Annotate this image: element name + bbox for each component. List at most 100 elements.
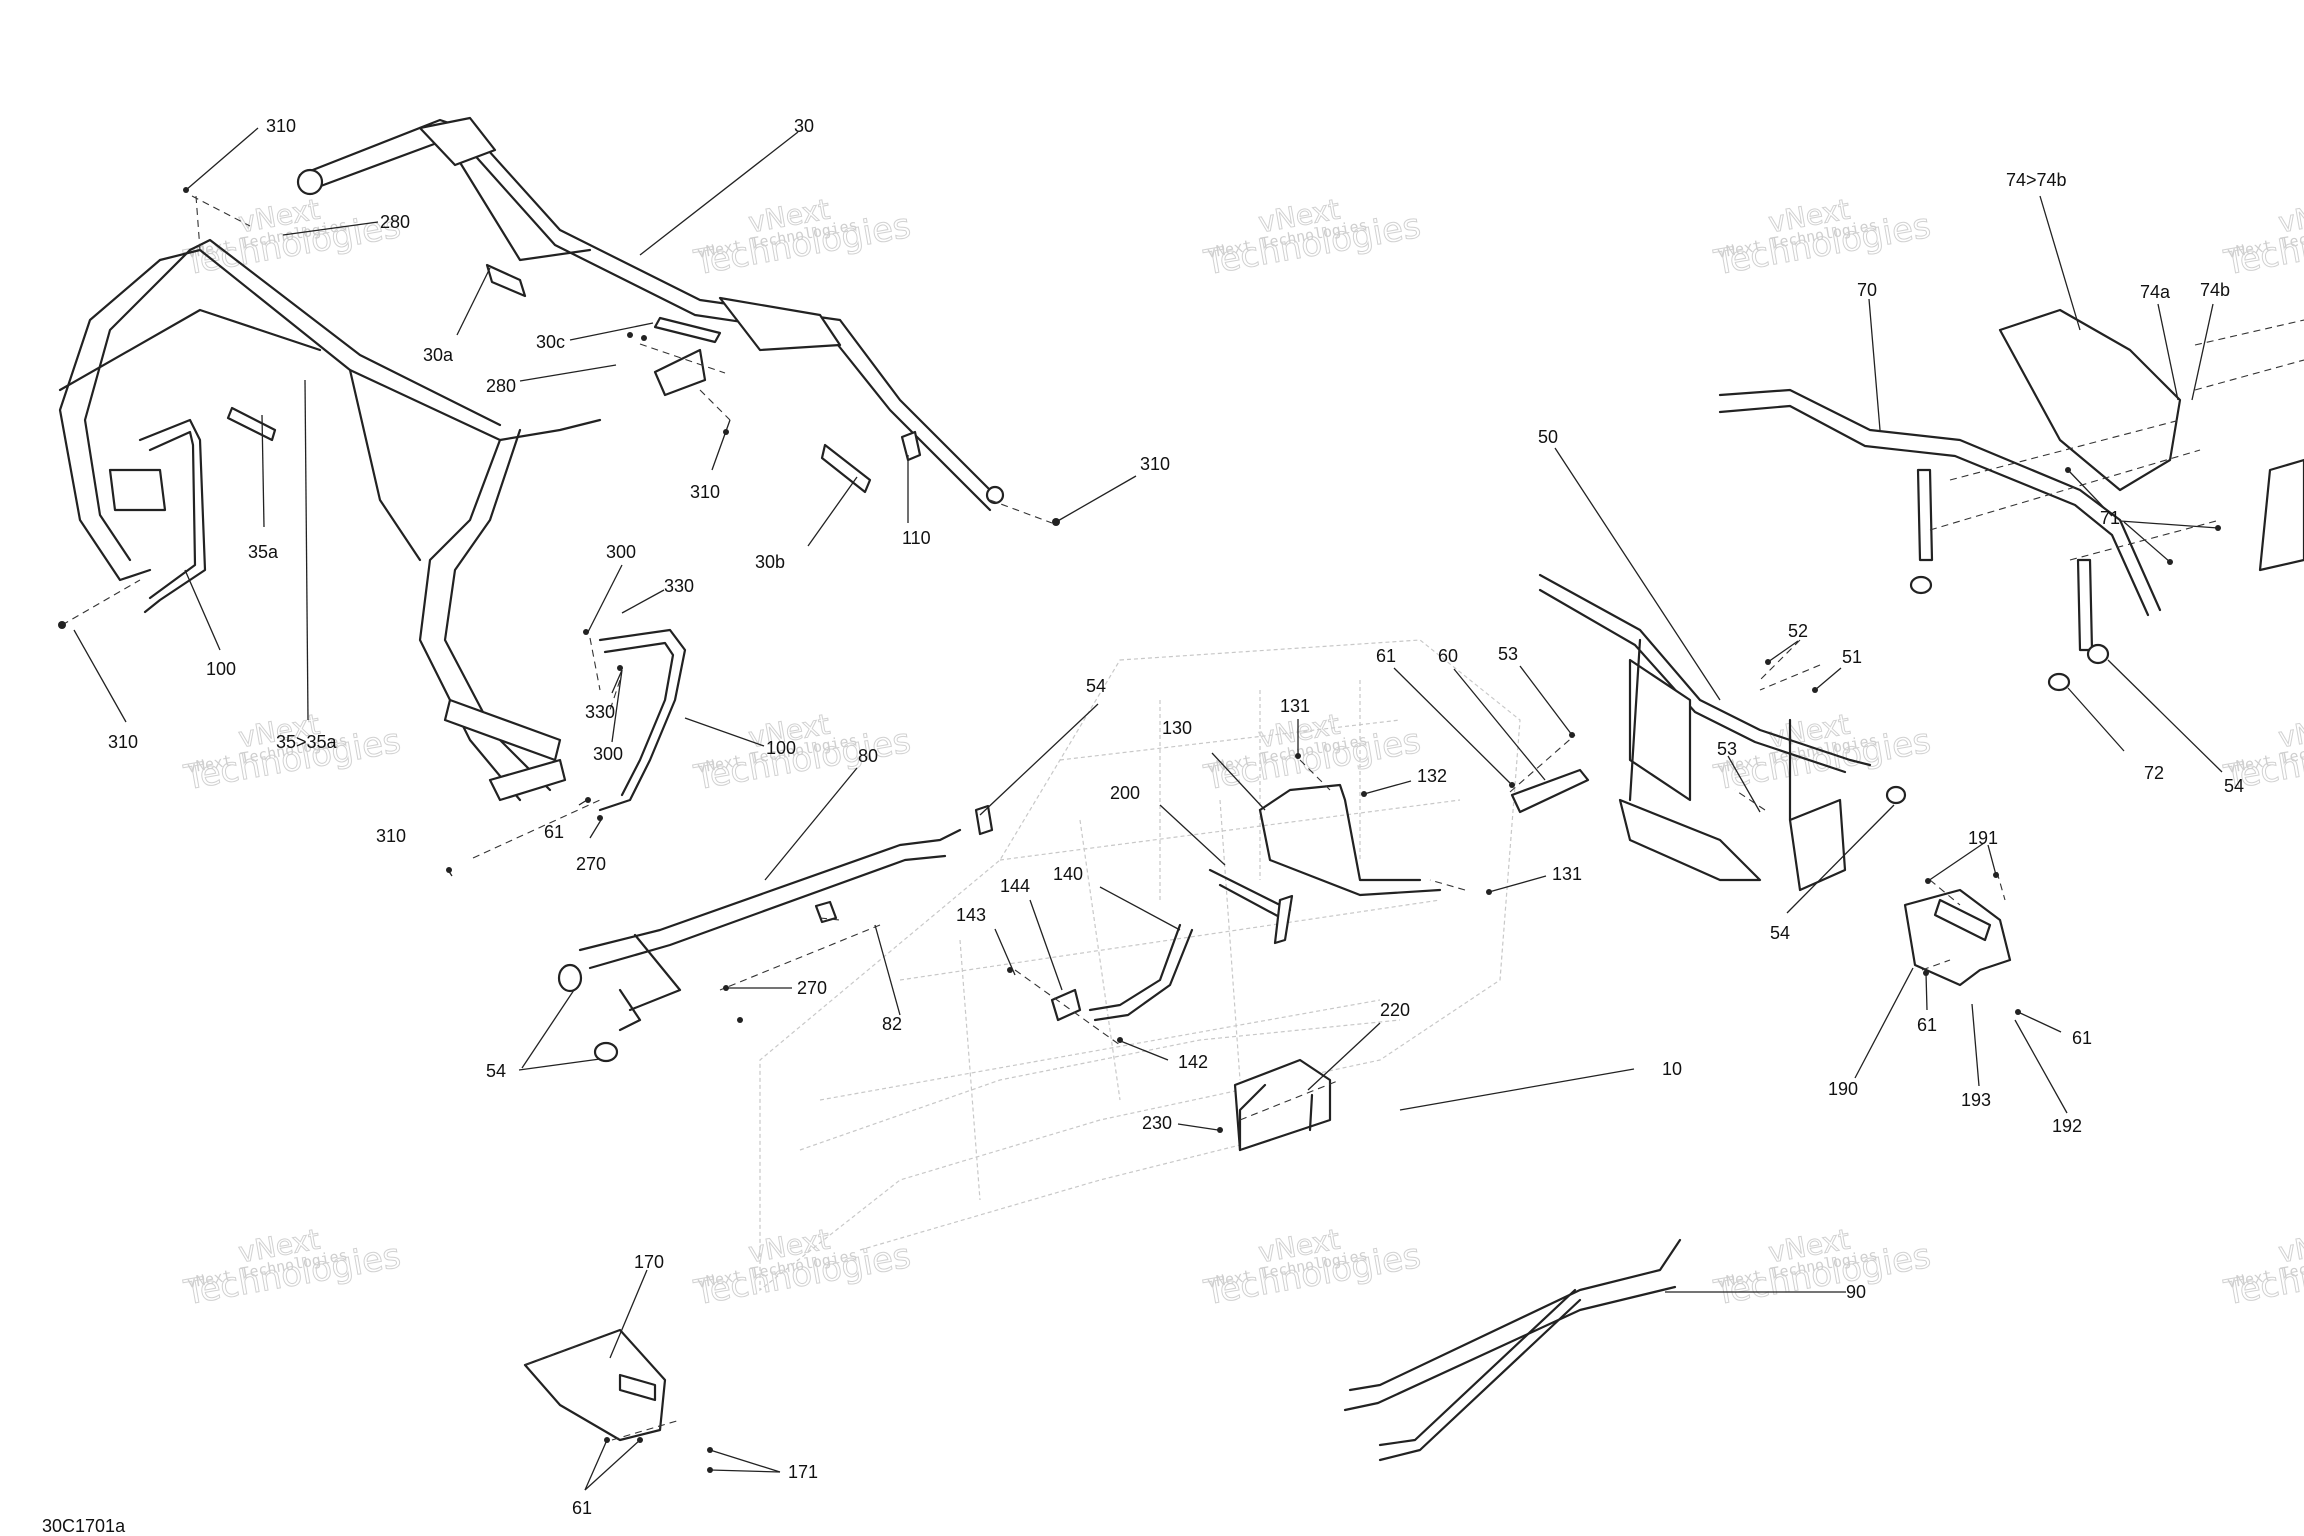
callout-270: 270 [797, 978, 827, 998]
callout-60: 60 [1438, 646, 1458, 666]
callout-193: 193 [1961, 1090, 1991, 1110]
part-130-middle-bar [1258, 783, 1442, 897]
part-100-side-bar-right [598, 628, 687, 812]
part-200-brace [1208, 868, 1294, 945]
callout-74b: 74b [2200, 280, 2230, 300]
watermark: Technologies vNext vNext Technologies [690, 707, 914, 799]
callout-90: 90 [1846, 1282, 1866, 1302]
callout-50: 50 [1538, 427, 1558, 447]
callout-35-35a: 35>35a [276, 732, 338, 752]
part-54-spring [974, 804, 994, 836]
watermark: Technologies vNext vNext Technologies [1710, 707, 1934, 799]
part-170-bracket [523, 1328, 667, 1442]
callout-130: 130 [1162, 718, 1192, 738]
part-30-upper-cage-beam [296, 116, 1005, 512]
callout-200: 200 [1110, 783, 1140, 803]
callout-300: 300 [593, 744, 623, 764]
callout-170: 170 [634, 1252, 664, 1272]
callout-191: 191 [1968, 828, 1998, 848]
callout-310: 310 [266, 116, 296, 136]
callout-70: 70 [1857, 280, 1877, 300]
callout-220: 220 [1380, 1000, 1410, 1020]
callout-10: 10 [1662, 1059, 1682, 1079]
callout-300: 300 [606, 542, 636, 562]
callout-30c: 30c [536, 332, 565, 352]
callout-230: 230 [1142, 1113, 1172, 1133]
leader-lines [73, 127, 2223, 1491]
part-74-rear-panel [1998, 308, 2304, 572]
callout-52: 52 [1788, 621, 1808, 641]
part-54-cap-c [2086, 643, 2110, 665]
diagram-code: 30C1701a [42, 1516, 126, 1536]
watermark: Technologies vNext vNext Technologies [2220, 1222, 2304, 1314]
watermark: Technologies vNext vNext Technologies [1710, 192, 1934, 284]
callout-30a: 30a [423, 345, 454, 365]
part-220-support [1233, 1058, 1332, 1152]
callout-61: 61 [544, 822, 564, 842]
callout-61: 61 [1917, 1015, 1937, 1035]
callout-61: 61 [2072, 1028, 2092, 1048]
part-30c-gusset [653, 316, 722, 344]
callout-61: 61 [572, 1498, 592, 1518]
watermark: Technologies vNext vNext Technologies [1200, 1222, 1424, 1314]
watermark: Technologies vNext vNext Technologies [690, 1222, 914, 1314]
watermark: Technologies vNext vNext Technologies [1710, 1222, 1934, 1314]
callout-270: 270 [576, 854, 606, 874]
callout-100: 100 [766, 738, 796, 758]
assembly-dash-lines [61, 195, 2304, 1441]
callout-54: 54 [486, 1061, 506, 1081]
part-90-lower-bar [1343, 1238, 1682, 1462]
part-70-rear-bar [1718, 388, 2162, 652]
part-54-cap-d [1885, 785, 1907, 805]
callout-330: 330 [664, 576, 694, 596]
part-35a-plate [226, 406, 277, 442]
callout-53: 53 [1717, 739, 1737, 759]
callout-71: 71 [2100, 508, 2120, 528]
part-140-bar [1088, 923, 1194, 1022]
watermark: Technologies vNext vNext Technologies [180, 1222, 404, 1314]
callout-35a: 35a [248, 542, 279, 562]
callout-72: 72 [2144, 763, 2164, 783]
callout-110: 110 [902, 528, 931, 548]
callout-330: 330 [585, 702, 615, 722]
part-54-cap-e [1909, 575, 1933, 595]
callout-53: 53 [1498, 644, 1518, 664]
callout-100: 100 [206, 659, 236, 679]
callout-54: 54 [1770, 923, 1790, 943]
part-144-bracket [1050, 988, 1082, 1022]
callout-labels: 310 30 280 30a 30c 280 310 310 30b 110 3… [42, 116, 2244, 1536]
watermark: Technologies vNext vNext Technologies [1200, 192, 1424, 284]
callout-30: 30 [794, 116, 814, 136]
callout-51: 51 [1842, 647, 1862, 667]
fasteners [58, 187, 2221, 1473]
callout-140: 140 [1053, 864, 1083, 884]
callout-310: 310 [108, 732, 138, 752]
callout-280: 280 [486, 376, 516, 396]
callout-74-74b: 74>74b [2006, 170, 2067, 190]
ghost-chassis [759, 639, 1521, 1292]
callout-54: 54 [1086, 676, 1106, 696]
callout-310: 310 [690, 482, 720, 502]
part-72-cap [2047, 672, 2071, 692]
part-190-bracket [1903, 888, 2012, 987]
watermark: Technologies vNext vNext Technologies [690, 192, 914, 284]
part-30a-gusset [485, 263, 527, 298]
callout-143: 143 [956, 905, 986, 925]
watermark: Technologies vNext vNext Technologies [2220, 192, 2304, 284]
callout-192: 192 [2052, 1116, 2082, 1136]
callout-131: 131 [1280, 696, 1310, 716]
callout-54: 54 [2224, 776, 2244, 796]
watermark: Technologies vNext vNext Technologies [180, 192, 404, 284]
callout-144: 144 [1000, 876, 1030, 896]
callout-74a: 74a [2140, 282, 2171, 302]
part-80-lower-bar [578, 828, 962, 1032]
callout-82: 82 [882, 1014, 902, 1034]
callout-171: 171 [788, 1462, 818, 1482]
callout-280: 280 [380, 212, 410, 232]
callout-30b: 30b [755, 552, 785, 572]
part-110-clip [900, 430, 922, 462]
part-60-bracket [1510, 768, 1590, 814]
part-35-front-cage [58, 238, 602, 802]
callout-142: 142 [1178, 1052, 1208, 1072]
